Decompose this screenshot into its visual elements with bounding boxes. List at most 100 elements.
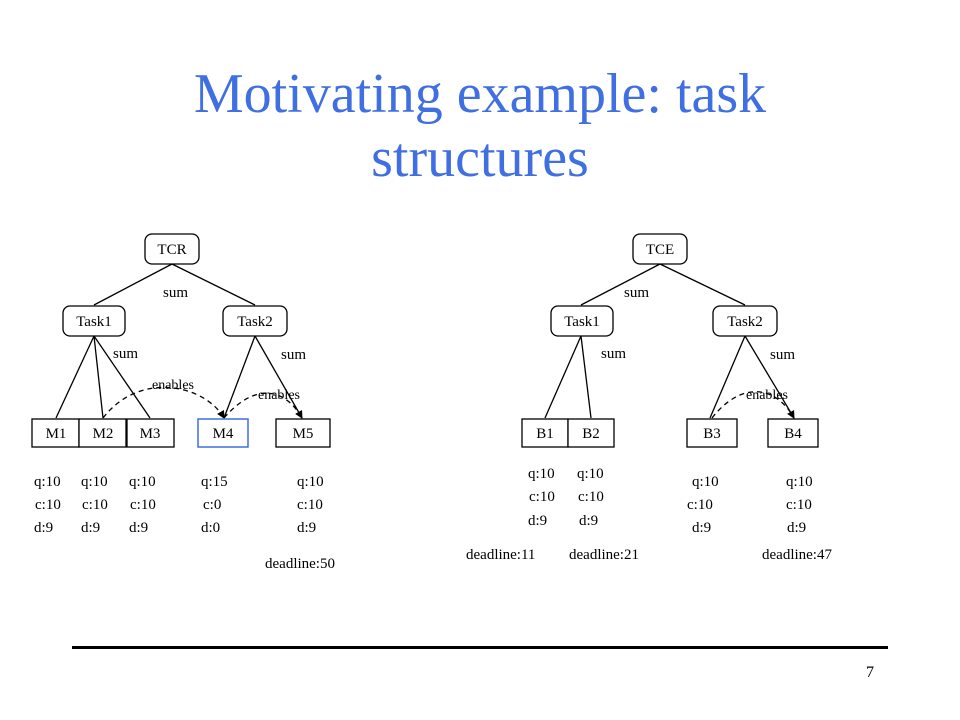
- b3-quality: q:10: [692, 474, 719, 490]
- node-left-task2: Task2: [222, 305, 288, 337]
- node-right-task1: Task1: [550, 305, 614, 337]
- edge-task2-m5: [254, 335, 303, 419]
- method-b4-box: [767, 418, 819, 448]
- right-deadline-1: deadline:11: [466, 547, 535, 563]
- edge-tcr-task1: [93, 263, 173, 306]
- m4-quality: q:15: [201, 474, 228, 490]
- method-m2: M2: [78, 418, 127, 448]
- node-tcr: TCR: [144, 233, 200, 265]
- edge-task1-m1: [55, 335, 95, 419]
- m5-duration: d:9: [297, 520, 316, 536]
- edge-tce-task1: [580, 263, 661, 306]
- m5-quality: q:10: [297, 474, 324, 490]
- right-method-attributes: q:10 c:10 d:9 q:10 c:10 d:9 q:10 c:10 d:…: [466, 466, 832, 563]
- b1-duration: d:9: [528, 513, 547, 529]
- node-left-task1: Task1: [62, 305, 126, 337]
- m1-quality: q:10: [34, 474, 61, 490]
- m4-duration: d:0: [201, 520, 220, 536]
- b4-cost: c:10: [786, 497, 812, 513]
- method-m5-label: M5: [293, 426, 314, 442]
- edge-task1-b2: [580, 335, 592, 419]
- node-left-task2-label: Task2: [237, 314, 273, 330]
- method-b3-label: B3: [703, 426, 721, 442]
- enables-label-left-2: enables: [258, 388, 300, 403]
- method-b3-box: [686, 418, 738, 448]
- b3-duration: d:9: [692, 520, 711, 536]
- m2-quality: q:10: [81, 474, 108, 490]
- b2-quality: q:10: [577, 466, 604, 482]
- left-tree: TCR sum Task1 Task2 sum sum enables enab…: [31, 233, 335, 572]
- method-m5-box: [275, 418, 331, 448]
- enables-label-left-1: enables: [152, 378, 194, 393]
- b3-cost: c:10: [687, 497, 713, 513]
- b1-cost: c:10: [529, 489, 555, 505]
- method-m5: M5: [275, 418, 331, 448]
- left-enables-arcs: [102, 386, 303, 419]
- method-m4-label: M4: [213, 426, 234, 442]
- slide-title: Motivating example: task structures: [0, 62, 960, 190]
- right-deadline-2: deadline:21: [569, 547, 639, 563]
- slide-title-line-2: structures: [371, 127, 589, 189]
- right-enables-arcs: [711, 391, 795, 419]
- method-b1: B1: [521, 418, 569, 448]
- node-right-task2-box: [712, 305, 778, 337]
- qaf-right-task1-label: sum: [601, 346, 626, 362]
- edge-task1-m3: [93, 335, 151, 419]
- method-b1-label: B1: [536, 426, 554, 442]
- b4-quality: q:10: [786, 474, 813, 490]
- m3-duration: d:9: [129, 520, 148, 536]
- m5-cost: c:10: [297, 497, 323, 513]
- slide-title-line-1: Motivating example: task: [193, 63, 767, 125]
- m2-cost: c:10: [82, 497, 108, 513]
- qaf-left-task1-label: sum: [113, 346, 138, 362]
- enables-arc-b3-b4: [711, 391, 795, 419]
- method-b2: B2: [567, 418, 615, 448]
- qaf-tcr-label: sum: [163, 285, 188, 301]
- method-m1-label: M1: [46, 426, 67, 442]
- edge-task2-m4: [223, 335, 256, 419]
- page-number: 7: [866, 664, 874, 681]
- method-m3: M3: [126, 418, 175, 448]
- left-tree-edges: [55, 263, 303, 419]
- method-m3-label: M3: [140, 426, 161, 442]
- b2-duration: d:9: [579, 513, 598, 529]
- left-deadline: deadline:50: [265, 556, 335, 572]
- edge-task2-b3: [709, 335, 746, 419]
- method-m4-box-highlighted: [197, 418, 249, 448]
- method-m1: M1: [31, 418, 80, 448]
- footer-rule: [72, 646, 888, 649]
- m3-cost: c:10: [130, 497, 156, 513]
- node-tcr-box: [144, 233, 200, 265]
- method-b2-box: [567, 418, 615, 448]
- left-method-attributes: q:10 c:10 d:9 q:10 c:10 d:9 q:10 c:10 d:…: [34, 474, 335, 572]
- right-deadline-3: deadline:47: [762, 547, 832, 563]
- m1-duration: d:9: [34, 520, 53, 536]
- right-tree-edges: [544, 263, 795, 419]
- method-m3-box: [126, 418, 175, 448]
- enables-label-right: enables: [746, 388, 788, 403]
- node-left-task1-label: Task1: [76, 314, 112, 330]
- m2-duration: d:9: [81, 520, 100, 536]
- node-left-task2-box: [222, 305, 288, 337]
- edge-tce-task2: [659, 263, 746, 306]
- method-m2-label: M2: [93, 426, 114, 442]
- b1-quality: q:10: [528, 466, 555, 482]
- m1-cost: c:10: [35, 497, 61, 513]
- node-right-task2-label: Task2: [727, 314, 763, 330]
- node-tce-label: TCE: [646, 242, 674, 258]
- edge-tcr-task2: [171, 263, 256, 306]
- node-tce: TCE: [632, 233, 688, 265]
- edge-task2-b4: [744, 335, 795, 419]
- enables-arc-m4-m5: [223, 392, 303, 419]
- node-right-task2: Task2: [712, 305, 778, 337]
- qaf-tce-label: sum: [624, 285, 649, 301]
- node-right-task1-box: [550, 305, 614, 337]
- node-tcr-label: TCR: [157, 242, 186, 258]
- node-right-task1-label: Task1: [564, 314, 600, 330]
- b4-duration: d:9: [787, 520, 806, 536]
- method-m1-box: [31, 418, 80, 448]
- method-b4: B4: [767, 418, 819, 448]
- method-m2-box: [78, 418, 127, 448]
- method-b3: B3: [686, 418, 738, 448]
